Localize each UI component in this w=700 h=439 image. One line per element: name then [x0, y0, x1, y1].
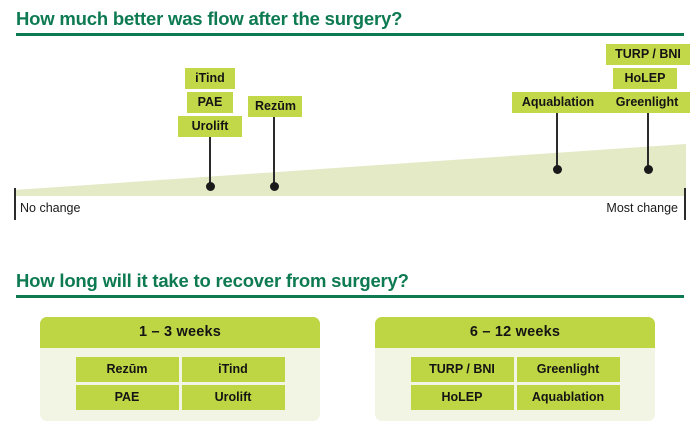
recovery-cell-turp-bni: TURP / BNI	[410, 357, 514, 382]
axis-tick-right	[684, 188, 686, 220]
recovery-row: HoLEP Aquablation	[375, 385, 655, 410]
recovery-panel-2-title: 6 – 12 weeks	[375, 317, 655, 348]
recovery-section-heading: How long will it take to recover from su…	[16, 270, 409, 292]
flow-chip-holep: HoLEP	[613, 68, 677, 89]
recovery-panel-2-body: TURP / BNI Greenlight HoLEP Aquablation	[375, 348, 655, 421]
flow-chip-itind: iTind	[185, 68, 235, 89]
flow-chart: No change Most change iTind PAE Urolift …	[0, 44, 700, 224]
flow-chip-urolift: Urolift	[178, 116, 242, 137]
flow-ramp-wedge	[14, 144, 686, 196]
recovery-heading-prefix: How long will it take to	[16, 270, 216, 291]
recovery-cell-aquablation: Aquablation	[516, 385, 620, 410]
flow-heading-rule	[16, 33, 684, 36]
flow-chip-aquablation: Aquablation	[512, 92, 604, 113]
recovery-heading-rule	[16, 295, 684, 298]
axis-label-most-change: Most change	[606, 201, 678, 215]
flow-dot-rezum	[270, 182, 279, 191]
flow-dot-turp-holep-greenlight	[644, 165, 653, 174]
recovery-cell-itind: iTind	[181, 357, 285, 382]
flow-chip-pae: PAE	[187, 92, 233, 113]
flow-heading-prefix: How much better was	[16, 8, 208, 29]
flow-stem-rezum	[273, 117, 275, 186]
flow-heading-suffix: after the surgery?	[243, 8, 403, 29]
recovery-cell-greenlight: Greenlight	[516, 357, 620, 382]
flow-heading-emphasis: flow	[207, 8, 244, 29]
recovery-panel-1-body: Rezūm iTind PAE Urolift	[40, 348, 320, 421]
recovery-cell-pae: PAE	[75, 385, 179, 410]
flow-ramp-shape	[14, 144, 686, 196]
recovery-row: TURP / BNI Greenlight	[375, 357, 655, 382]
flow-chip-turp-bni: TURP / BNI	[606, 44, 690, 65]
flow-chip-rezum: Rezūm	[248, 96, 302, 117]
flow-chip-greenlight: Greenlight	[604, 92, 690, 113]
flow-stem-itind-pae-urolift	[209, 137, 211, 186]
recovery-panel-1-3-weeks: 1 – 3 weeks Rezūm iTind PAE Urolift	[40, 317, 320, 421]
flow-stem-turp-holep-greenlight	[647, 113, 649, 169]
recovery-cell-urolift: Urolift	[181, 385, 285, 410]
recovery-panel-6-12-weeks: 6 – 12 weeks TURP / BNI Greenlight HoLEP…	[375, 317, 655, 421]
recovery-row: PAE Urolift	[40, 385, 320, 410]
flow-stem-aquablation	[556, 113, 558, 169]
axis-tick-left	[14, 188, 16, 220]
recovery-cell-rezum: Rezūm	[75, 357, 179, 382]
recovery-row: Rezūm iTind	[40, 357, 320, 382]
recovery-panel-1-title: 1 – 3 weeks	[40, 317, 320, 348]
flow-dot-aquablation	[553, 165, 562, 174]
axis-label-no-change: No change	[20, 201, 81, 215]
recovery-heading-suffix: ?	[397, 270, 409, 291]
recovery-cell-holep: HoLEP	[410, 385, 514, 410]
flow-section-heading: How much better was flow after the surge…	[16, 8, 402, 30]
recovery-heading-emphasis: recover from surgery	[215, 270, 398, 291]
flow-dot-itind-pae-urolift	[206, 182, 215, 191]
